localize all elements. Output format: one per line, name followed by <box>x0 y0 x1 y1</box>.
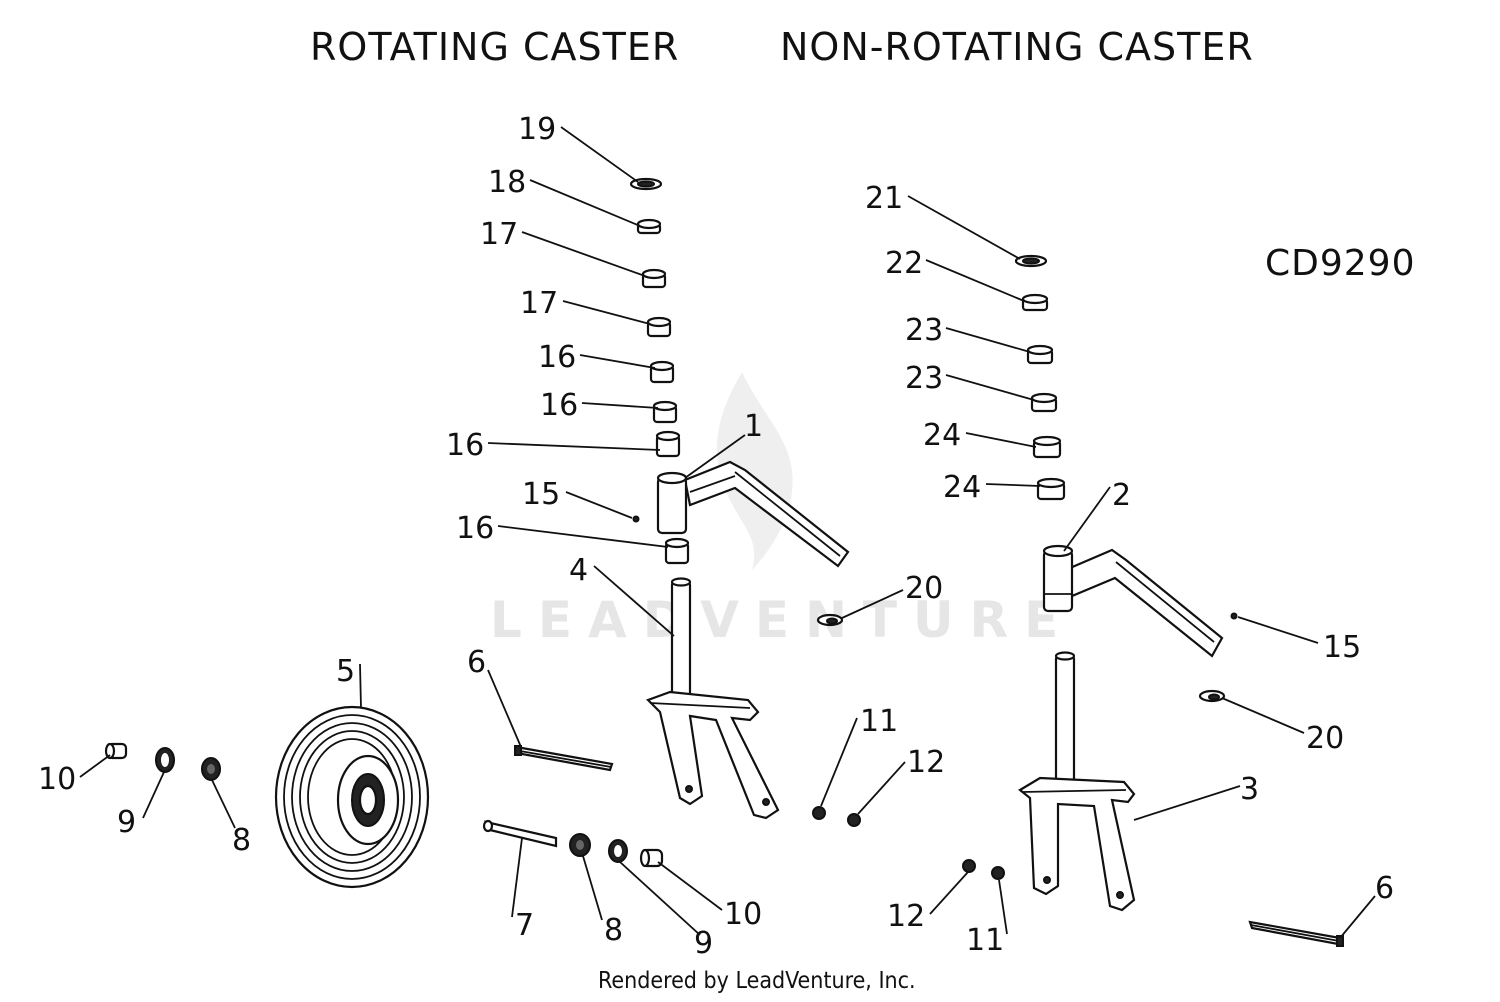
callout-24: 24 <box>923 418 961 453</box>
callout-11: 11 <box>966 923 1004 958</box>
part-10-spacer <box>639 848 664 868</box>
part-22-bushing <box>1021 293 1049 312</box>
callout-11: 11 <box>860 704 898 739</box>
part-20-clip <box>816 613 844 627</box>
callout-7: 7 <box>515 908 534 943</box>
callout-20: 20 <box>905 571 943 606</box>
part-17-bushing <box>646 316 672 338</box>
callout-24: 24 <box>943 470 981 505</box>
callout-21: 21 <box>865 181 903 216</box>
callout-16: 16 <box>456 511 494 546</box>
callout-3: 3 <box>1240 772 1259 807</box>
part-23-bushing <box>1030 392 1058 413</box>
part-8-bearing <box>201 757 221 781</box>
callout-23: 23 <box>905 313 943 348</box>
callout-23: 23 <box>905 361 943 396</box>
callout-16: 16 <box>538 340 576 375</box>
part-10-spacer <box>104 742 128 760</box>
callout-12: 12 <box>907 745 945 780</box>
callout-8: 8 <box>604 913 623 948</box>
callout-17: 17 <box>480 217 518 252</box>
non-rotating-caster-parts <box>962 254 1344 947</box>
part-18-bushing <box>636 218 662 235</box>
part-20-clip <box>1198 689 1226 703</box>
part-24-bushing <box>1036 477 1066 501</box>
part-6-axle-bolt <box>514 745 614 772</box>
diagram-code: CD9290 <box>1265 243 1415 284</box>
part-12-nut <box>847 813 861 827</box>
callout-8: 8 <box>232 823 251 858</box>
callout-9: 9 <box>694 926 713 961</box>
callout-5: 5 <box>336 654 355 689</box>
callout-6: 6 <box>467 645 486 680</box>
callout-10: 10 <box>724 897 762 932</box>
part-5-wheel <box>274 705 430 889</box>
part-6-axle-bolt <box>1248 920 1344 947</box>
callout-16: 16 <box>446 428 484 463</box>
part-16-bushing <box>664 537 690 565</box>
part-15-grease-fitting <box>632 515 640 523</box>
part-2-caster-arm <box>1042 544 1224 658</box>
part-19-washer <box>629 177 663 191</box>
part-24-bushing <box>1032 435 1062 459</box>
part-23-bushing <box>1026 344 1054 365</box>
callout-22: 22 <box>885 246 923 281</box>
callout-15: 15 <box>1323 630 1361 665</box>
callout-20: 20 <box>1306 721 1344 756</box>
callout-1: 1 <box>744 409 763 444</box>
callout-2: 2 <box>1112 478 1131 513</box>
part-16-bushing <box>649 360 675 384</box>
callout-12: 12 <box>887 899 925 934</box>
part-9-seal <box>155 747 175 773</box>
part-11-nut <box>991 866 1005 880</box>
part-16-bushing <box>652 400 678 424</box>
rotating-caster-parts <box>104 177 861 889</box>
part-3-caster-fork <box>1018 651 1136 912</box>
part-16-bushing <box>655 430 681 458</box>
callout-17: 17 <box>520 286 558 321</box>
title-non-rotating-caster: NON-ROTATING CASTER <box>780 25 1254 69</box>
render-credit: Rendered by LeadVenture, Inc. <box>598 968 916 994</box>
part-12-nut <box>962 859 976 873</box>
callout-15: 15 <box>522 477 560 512</box>
watermark: LEADVENTURE <box>490 372 1074 649</box>
part-9-seal <box>608 839 628 863</box>
callout-labels: 19 18 17 17 16 16 16 1 15 16 4 20 5 6 11… <box>38 112 1394 961</box>
callout-18: 18 <box>488 165 526 200</box>
leader-lines <box>79 126 1376 939</box>
callout-6: 6 <box>1375 871 1394 906</box>
callout-10: 10 <box>38 762 76 797</box>
callout-4: 4 <box>569 553 588 588</box>
watermark-text: LEADVENTURE <box>490 591 1074 649</box>
part-15-grease-fitting <box>1230 612 1238 620</box>
callout-19: 19 <box>518 112 556 147</box>
part-11-nut <box>812 806 826 820</box>
part-8-bearing <box>569 833 591 857</box>
part-17-bushing <box>641 268 667 289</box>
callout-9: 9 <box>117 805 136 840</box>
part-7-axle <box>482 819 558 848</box>
part-4-caster-fork <box>646 577 780 820</box>
callout-16: 16 <box>540 388 578 423</box>
title-rotating-caster: ROTATING CASTER <box>310 25 679 69</box>
part-1-caster-arm <box>656 460 850 568</box>
part-21-washer <box>1014 254 1048 268</box>
